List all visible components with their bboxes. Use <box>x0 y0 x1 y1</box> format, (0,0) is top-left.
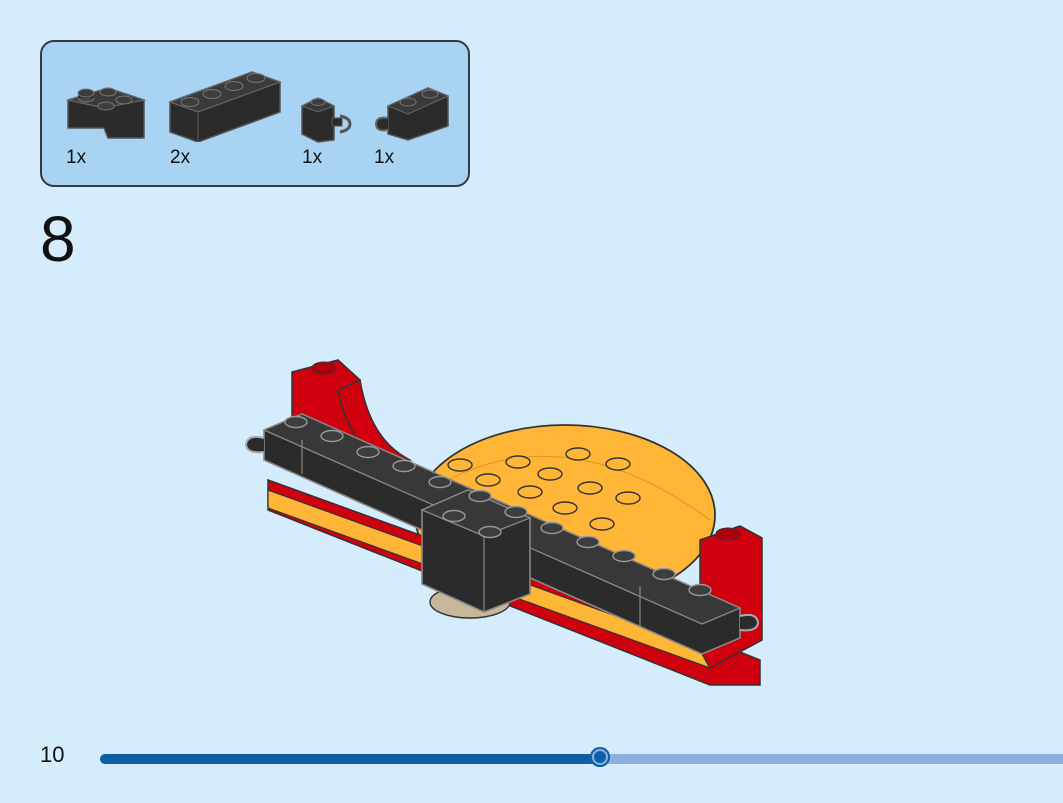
brick-model-illustration <box>244 359 763 686</box>
progress-knob[interactable] <box>590 747 610 767</box>
progress-fill <box>100 754 601 764</box>
black-1x4-brick-icon <box>168 71 282 142</box>
part-count: 1x <box>66 147 87 168</box>
black-clip-brick-icon <box>300 97 352 143</box>
part-count: 2x <box>170 147 191 168</box>
page-number: 10 <box>40 742 65 767</box>
part-count: 1x <box>374 147 395 168</box>
part-count: 1x <box>302 147 323 168</box>
black-clip-1x2-brick-icon <box>374 87 450 141</box>
step-number: 8 <box>40 203 76 275</box>
parts-list-box: 1x 2x 1x 1x <box>40 40 470 187</box>
black-corner-brick-icon <box>65 87 146 139</box>
progress-bar <box>100 747 1063 767</box>
